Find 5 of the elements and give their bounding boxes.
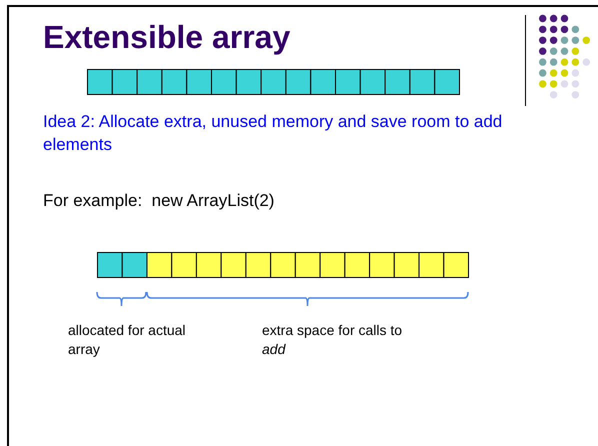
- example-text: For example: new ArrayList(2): [43, 190, 276, 212]
- bracket-caption: extra space for calls to add: [262, 321, 404, 359]
- bracket-caption: allocated for actual array: [68, 321, 187, 359]
- slide-title: Extensible array: [43, 18, 292, 56]
- idea-text: Idea 2: Allocate extra, unused memory and save room to add elements: [43, 111, 504, 156]
